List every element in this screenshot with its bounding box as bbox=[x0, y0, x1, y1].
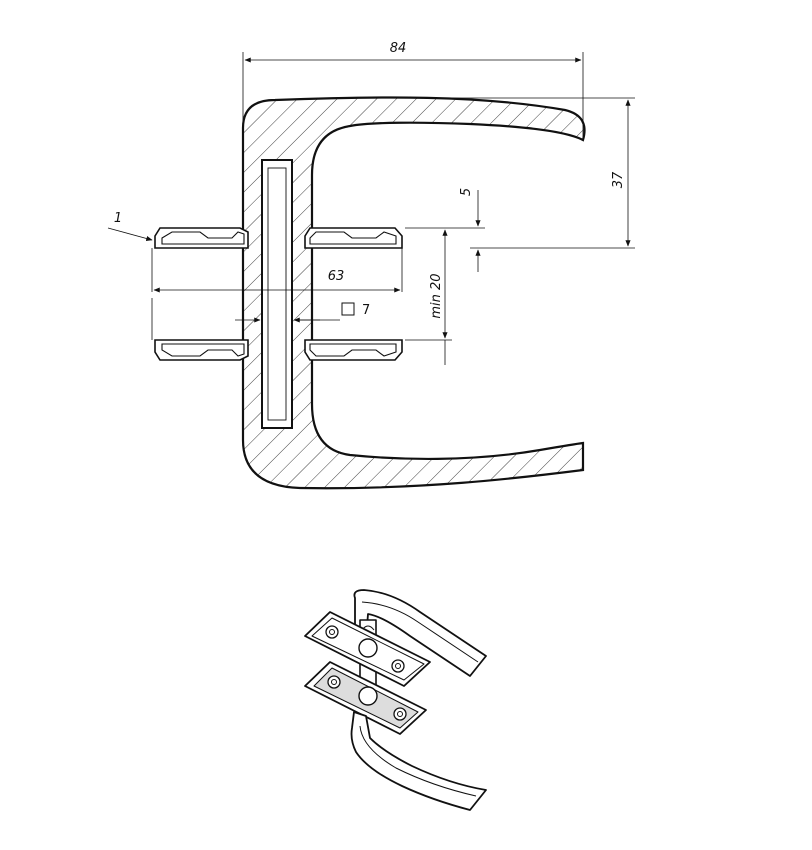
isometric-handle-view bbox=[304, 589, 487, 811]
dimension-square-7: 7 bbox=[235, 302, 370, 323]
dimension-63: 63 bbox=[153, 269, 401, 293]
rosette-upper-right bbox=[304, 227, 403, 249]
dimension-5-label: 5 bbox=[459, 188, 474, 196]
rosette-lower-left bbox=[154, 339, 249, 361]
spindle-slot bbox=[261, 159, 293, 429]
handle-section bbox=[241, 96, 586, 490]
dimension-37-label: 37 bbox=[611, 171, 626, 188]
rosette-upper-left bbox=[154, 227, 249, 249]
rosette-lower-right bbox=[304, 339, 403, 361]
square-outline-icon bbox=[341, 302, 355, 316]
dimension-84: 84 bbox=[242, 41, 584, 140]
dimension-5: 5 bbox=[405, 188, 485, 272]
dimension-63-label: 63 bbox=[328, 269, 345, 284]
dimension-37: 37 bbox=[420, 97, 635, 249]
callout-1-label: 1 bbox=[114, 211, 122, 226]
handle-body-outline bbox=[241, 96, 586, 490]
callout-1: 1 bbox=[107, 211, 153, 241]
dimension-min-20-label: min 20 bbox=[429, 273, 444, 318]
dimension-min-20: min 20 bbox=[405, 229, 452, 365]
upper-lever bbox=[353, 589, 487, 677]
dimension-84-label: 84 bbox=[390, 41, 407, 56]
lower-lever bbox=[350, 711, 487, 811]
dimension-square-7-label: 7 bbox=[362, 303, 370, 318]
spindle-slot-inner bbox=[267, 167, 287, 421]
door-lines bbox=[151, 248, 403, 340]
